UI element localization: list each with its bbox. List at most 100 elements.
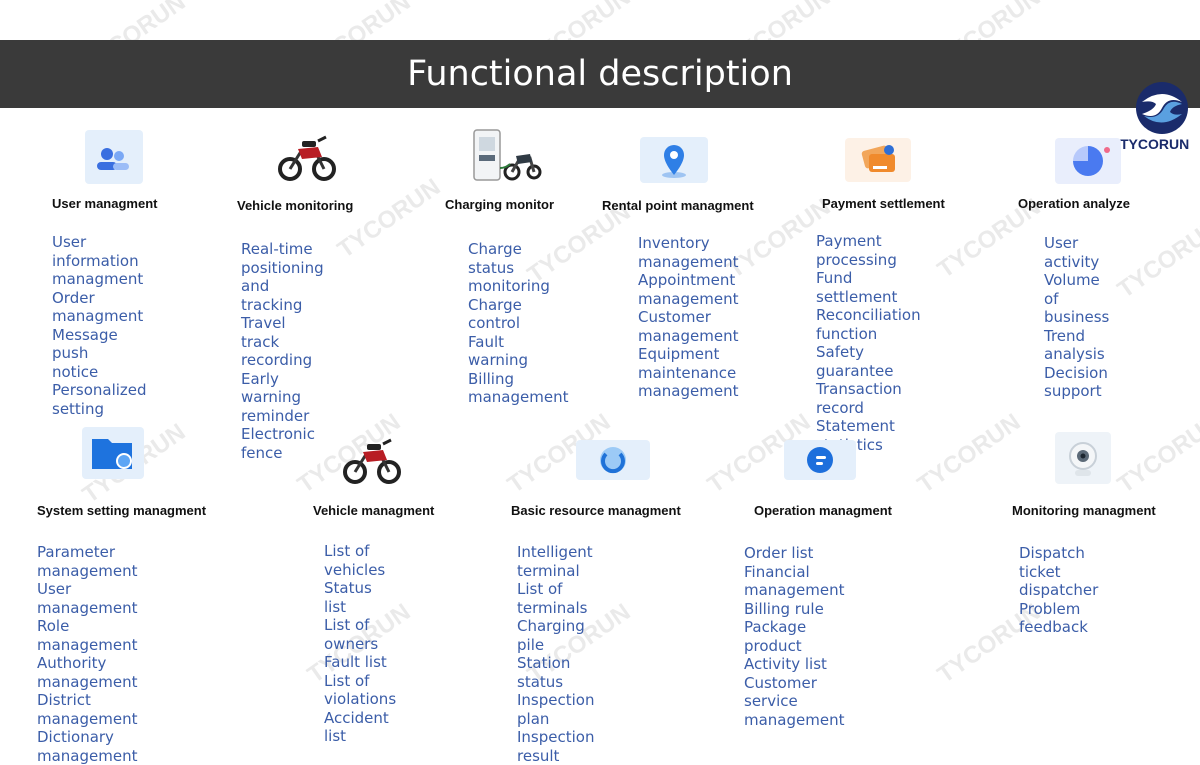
- module-items: User activity Volume of business Trend a…: [1044, 234, 1109, 401]
- list-item: Payment processing: [816, 232, 897, 269]
- list-item: User information: [52, 233, 139, 270]
- list-item: Financial management: [744, 562, 845, 600]
- list-item: List of terminals: [517, 580, 588, 617]
- list-item: maintenance: [638, 363, 737, 382]
- module-title: Charging monitor: [445, 197, 555, 212]
- list-item: List of owners: [324, 616, 379, 653]
- list-item: tracking: [241, 295, 303, 314]
- list-item: monitoring: [468, 277, 550, 295]
- list-item: Intelligent terminal: [517, 543, 593, 580]
- motorcycle-icon: [278, 127, 336, 183]
- list-item: Role management: [37, 617, 138, 654]
- list-item: Charging pile: [517, 617, 585, 654]
- list-item: Authority management: [37, 654, 138, 691]
- list-item: Activity list: [744, 655, 827, 673]
- header-banner: [0, 40, 1200, 108]
- list-item: management: [468, 388, 569, 406]
- operation-icon: [784, 440, 856, 480]
- folder-settings-icon: [82, 427, 144, 479]
- list-item: Problem feedback: [1019, 599, 1088, 637]
- list-item: Customer service management: [744, 673, 845, 729]
- list-item: Message push: [52, 325, 118, 363]
- list-item: function: [816, 324, 878, 343]
- list-item: Personalized: [52, 381, 147, 399]
- users-icon: [85, 130, 143, 184]
- module-items: Order list Financial management Billing …: [744, 544, 844, 729]
- list-item: Charge control: [468, 295, 522, 333]
- module-title: Operation managment: [754, 503, 892, 518]
- list-item: Early warning reminder: [241, 369, 310, 425]
- module-title: Basic resource managment: [511, 503, 681, 518]
- list-item: analysis: [1044, 345, 1105, 363]
- list-item: Status list: [324, 579, 372, 616]
- list-item: Order managment: [52, 288, 144, 326]
- page-title: Functional description: [407, 54, 793, 94]
- payment-card-icon: [845, 138, 911, 182]
- logo-text: TYCORUN: [1120, 136, 1190, 152]
- list-item: Appointment: [638, 271, 736, 289]
- list-item: Billing: [468, 369, 514, 388]
- list-item: dispatcher: [1019, 581, 1099, 599]
- list-item: Safety guarantee: [816, 343, 894, 380]
- list-item: Fault list: [324, 653, 387, 671]
- list-item: Inspection plan: [517, 691, 595, 728]
- company-logo: TYCORUN: [1118, 80, 1200, 152]
- list-item: District management: [37, 691, 138, 728]
- list-item: List of vehicles: [324, 542, 386, 579]
- list-item: management: [638, 382, 739, 400]
- list-item: List of violations: [324, 671, 397, 709]
- module-items: Intelligent terminal List of terminals C…: [517, 543, 594, 765]
- module-items: Charge status monitoring Charge control …: [468, 240, 568, 407]
- camera-icon: [1055, 432, 1111, 484]
- module-title: Payment settlement: [822, 196, 945, 211]
- list-item: Parameter management: [37, 543, 138, 580]
- location-pin-icon: [640, 137, 708, 183]
- list-item: Electronic fence: [241, 425, 315, 462]
- module-title: User managment: [52, 196, 158, 211]
- module-items: Real-time positioning and tracking Trave…: [241, 240, 324, 462]
- list-item: management: [638, 326, 739, 345]
- module-items: Inventory management Appointment managem…: [638, 234, 738, 401]
- list-item: Billing rule: [744, 599, 824, 618]
- list-item: Order list: [744, 544, 814, 562]
- list-item: setting: [52, 399, 105, 418]
- list-item: Inspection result: [517, 728, 595, 765]
- list-item: Dispatch ticket: [1019, 544, 1085, 581]
- list-item: Station status: [517, 654, 571, 691]
- watermark: TYCORUN: [332, 173, 446, 264]
- list-item: management: [638, 252, 739, 271]
- module-items: Payment processing Fund settlement Recon…: [816, 232, 921, 454]
- module-items: Dispatch ticket dispatcher Problem feedb…: [1019, 544, 1098, 637]
- module-title: Vehicle managment: [313, 503, 435, 518]
- list-item: Decision: [1044, 363, 1108, 382]
- watermark: TYCORUN: [1112, 408, 1200, 499]
- list-item: Travel track recording: [241, 314, 313, 369]
- list-item: User management: [37, 580, 138, 617]
- watermark: TYCORUN: [1112, 213, 1200, 304]
- motorcycle-icon: [343, 430, 401, 486]
- list-item: Package product: [744, 618, 807, 655]
- module-title: Operation analyze: [1018, 196, 1130, 211]
- list-item: Charge status: [468, 240, 522, 277]
- list-item: Fault warning: [468, 332, 529, 370]
- list-item: Real-time positioning and: [241, 240, 324, 295]
- list-item: notice: [52, 362, 99, 381]
- list-item: business: [1044, 308, 1110, 326]
- module-title: System setting managment: [37, 503, 207, 518]
- list-item: Dictionary management: [37, 728, 138, 765]
- module-title: Monitoring managment: [1012, 503, 1156, 518]
- list-item: management: [638, 289, 739, 308]
- list-item: Fund settlement: [816, 269, 898, 306]
- list-item: Customer: [638, 308, 711, 326]
- charging-station-icon: [470, 128, 542, 184]
- module-title: Rental point managment: [602, 198, 754, 213]
- list-item: Volume of: [1044, 271, 1100, 308]
- list-item: Accident list: [324, 708, 389, 746]
- resource-icon: [576, 440, 650, 480]
- list-item: Transaction record: [816, 380, 902, 417]
- list-item: Trend: [1044, 326, 1086, 345]
- module-items: User information managment Order managme…: [52, 233, 147, 418]
- module-items: List of vehicles Status list List of own…: [324, 542, 396, 746]
- module-title: Vehicle monitoring: [237, 198, 354, 213]
- module-items: Parameter management User management Rol…: [37, 543, 137, 765]
